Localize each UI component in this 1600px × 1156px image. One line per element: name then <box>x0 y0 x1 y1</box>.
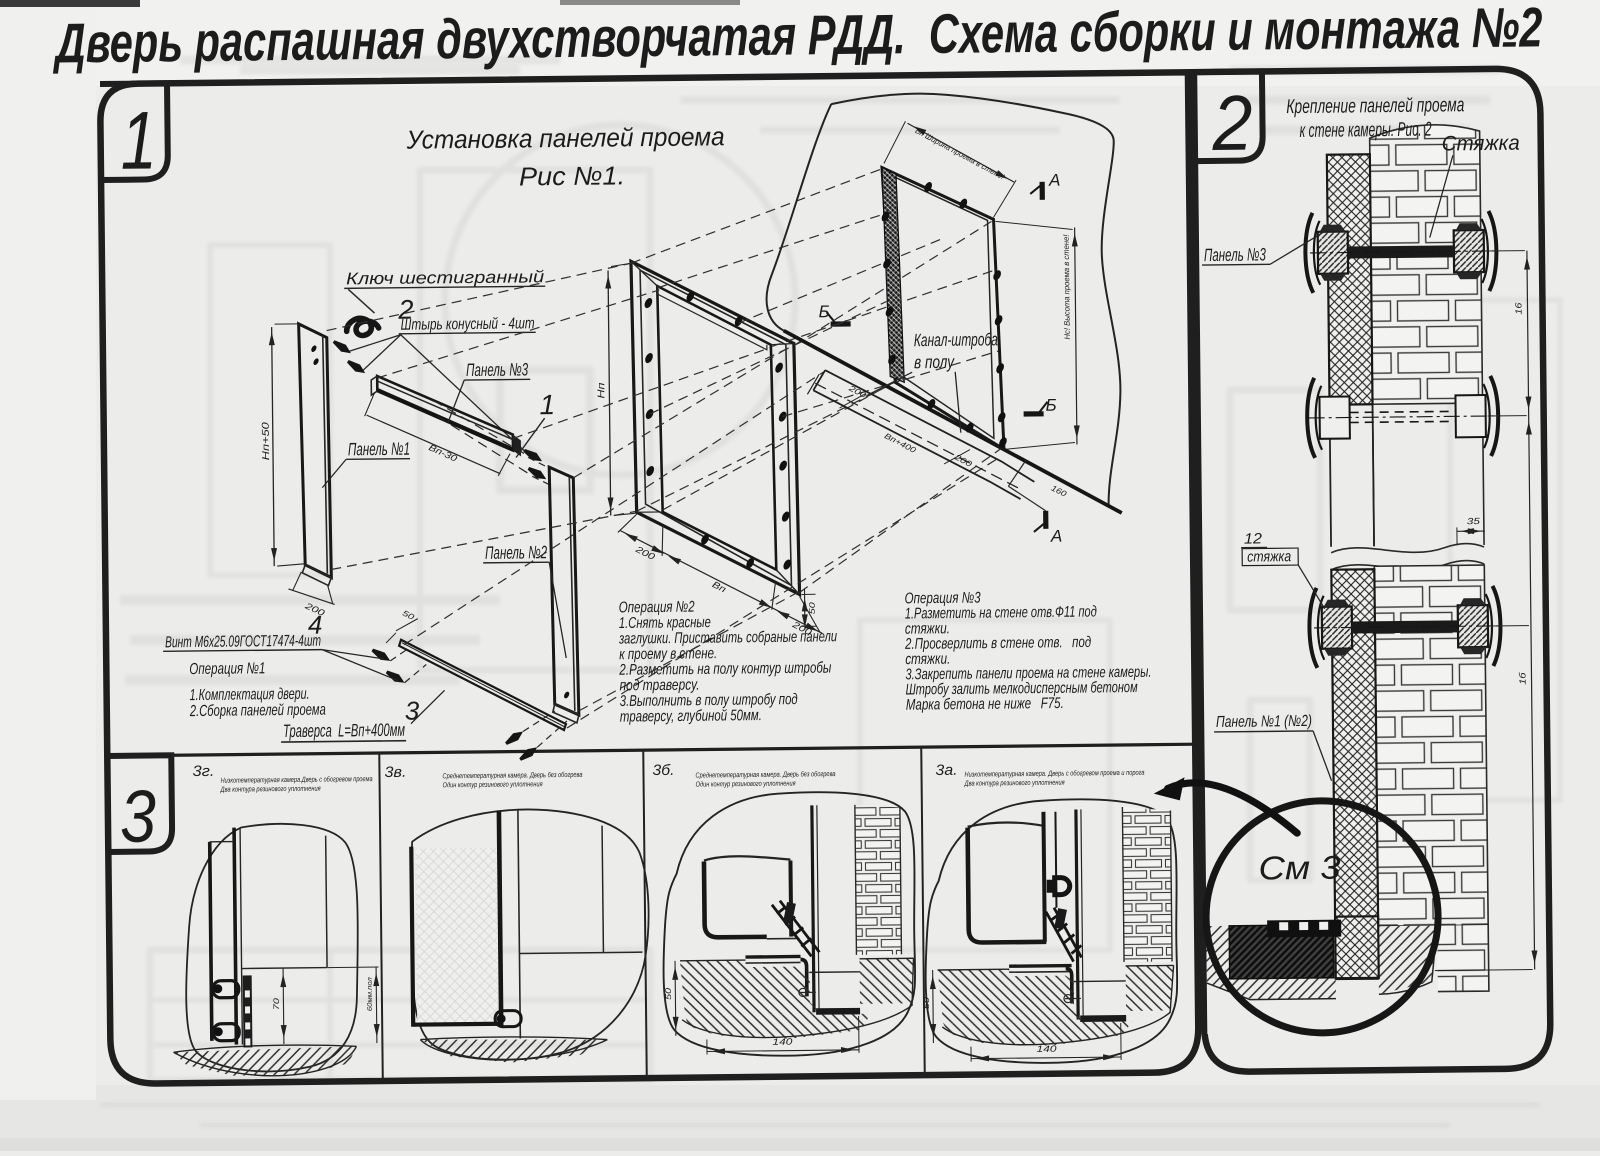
svg-text:в полу: в полу <box>914 352 955 372</box>
svg-text:Б: Б <box>1045 396 1056 415</box>
svg-text:стяжка: стяжка <box>1247 548 1291 565</box>
svg-text:Панель №1 (№2): Панель №1 (№2) <box>1216 713 1312 731</box>
svg-text:к стене камеры. Рис. 2: к стене камеры. Рис. 2 <box>1299 119 1431 142</box>
svg-text:траверсу, глубиной 50мм.: траверсу, глубиной 50мм. <box>620 707 762 726</box>
svg-text:Ключ шестигранный: Ключ шестигранный <box>346 267 545 288</box>
svg-text:3б.: 3б. <box>652 762 674 779</box>
svg-text:3: 3 <box>119 774 156 857</box>
svg-text:Нс! Высота проема в стене!: Нс! Высота проема в стене! <box>1062 234 1072 340</box>
svg-text:Винт М6х25.09ГОСТ17474-4шт: Винт М6х25.09ГОСТ17474-4шт <box>165 633 321 652</box>
svg-text:Б: Б <box>818 302 829 321</box>
svg-text:Два контура резинового уплотне: Два контура резинового уплотнения <box>964 778 1065 788</box>
svg-text:1: 1 <box>120 95 157 186</box>
svg-text:заглушки. Приставить собраные: заглушки. Приставить собраные панели <box>618 628 837 647</box>
svg-text:Стяжка: Стяжка <box>1442 132 1520 156</box>
svg-text:Панель №2: Панель №2 <box>485 542 547 563</box>
svg-text:1б: 1б <box>1517 671 1527 684</box>
svg-text:Один контур резинового уплотне: Один контур резинового уплотнения <box>696 779 796 789</box>
svg-text:1: 1 <box>539 389 555 420</box>
svg-text:Операция №1: Операция №1 <box>189 660 265 678</box>
svg-text:70: 70 <box>272 997 281 1010</box>
svg-text:А: А <box>1048 171 1061 190</box>
svg-text:Установка панелей проема: Установка панелей проема <box>406 121 725 154</box>
svg-text:3: 3 <box>405 696 420 726</box>
svg-text:140: 140 <box>1036 1044 1056 1054</box>
svg-text:Панель №3: Панель №3 <box>466 359 528 380</box>
svg-text:35: 35 <box>1467 516 1481 526</box>
svg-text:Рис №1.: Рис №1. <box>519 160 625 191</box>
svg-text:2: 2 <box>1211 79 1253 167</box>
svg-text:3а.: 3а. <box>935 762 957 779</box>
svg-text:140: 140 <box>772 1037 792 1047</box>
svg-text:Крепление панелей проема: Крепление панелей проема <box>1286 94 1464 118</box>
svg-text:Нп+50: Нп+50 <box>261 422 272 461</box>
svg-text:2.Сборка панелей проема: 2.Сборка панелей проема <box>189 702 326 720</box>
svg-text:3г.: 3г. <box>192 763 214 780</box>
svg-text:Штырь конусный - 4шт: Штырь конусный - 4шт <box>401 315 535 333</box>
svg-text:Один контур резинового уплотне: Один контур резинового уплотнения <box>443 779 543 789</box>
svg-text:2.Разметить на полу контур штр: 2.Разметить на полу контур штробы <box>619 660 832 679</box>
svg-text:Марка бетона не ниже F75.: Марка бетона не ниже F75. <box>906 695 1064 714</box>
svg-text:3в.: 3в. <box>384 764 406 781</box>
svg-text:Нп: Нп <box>596 382 607 399</box>
svg-text:16: 16 <box>1513 303 1523 315</box>
svg-text:50: 50 <box>664 987 673 1000</box>
svg-text:4: 4 <box>308 610 323 640</box>
svg-text:60мм.пол: 60мм.пол <box>367 977 374 1011</box>
svg-text:А: А <box>1050 527 1063 546</box>
svg-text:Два контура резинового уплотне: Два контура резинового уплотнения <box>220 784 321 794</box>
svg-text:50: 50 <box>808 602 817 615</box>
svg-text:Траверса L=Вп+400мм: Траверса L=Вп+400мм <box>283 720 405 741</box>
svg-text:См 3: См 3 <box>1258 849 1341 887</box>
svg-text:Канал-штроба: Канал-штроба <box>914 329 998 350</box>
svg-text:Панель №1: Панель №1 <box>348 439 410 460</box>
svg-text:Панель №3: Панель №3 <box>1204 244 1266 265</box>
svg-text:12: 12 <box>1244 530 1263 547</box>
svg-text:50: 50 <box>922 996 931 1009</box>
